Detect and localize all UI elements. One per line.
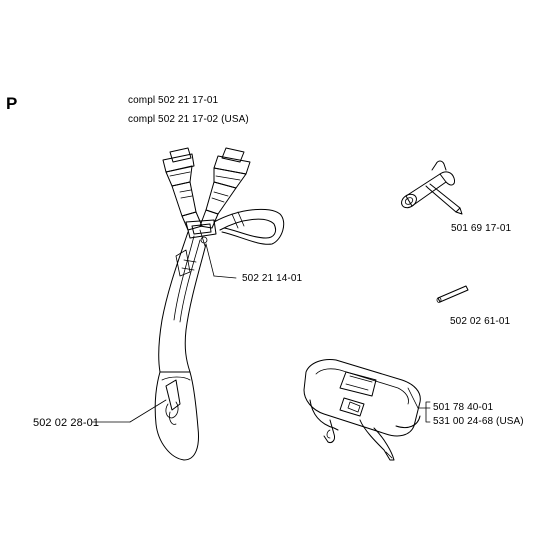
waist-loop-strap <box>213 208 285 245</box>
harness-assembly-part-2: compl 502 21 17-02 (USA) <box>128 114 249 125</box>
strap-callout-1: 501 78 40-01 <box>433 402 494 413</box>
center-buckle <box>185 219 217 247</box>
right-shoulder-strap <box>199 147 251 229</box>
carry-strap <box>303 359 421 461</box>
section-letter: P <box>6 94 18 113</box>
harness-assembly-part-1: compl 502 21 17-01 <box>128 95 219 106</box>
harness-buckle-callout: 502 21 14-01 <box>242 273 303 284</box>
hip-pad-callout: 502 02 28-01 <box>33 417 100 429</box>
hip-pad <box>154 371 199 461</box>
left-shoulder-strap <box>162 147 203 231</box>
combination-wrench-callout: 501 69 17-01 <box>451 223 512 234</box>
harness-illustration <box>154 147 285 461</box>
hip-strap <box>158 231 207 373</box>
combination-wrench <box>401 160 463 215</box>
pin <box>436 285 469 303</box>
strap-callout-2: 531 00 24-68 (USA) <box>433 416 524 427</box>
pin-callout: 502 02 61-01 <box>450 316 511 327</box>
leader-lines <box>91 243 431 423</box>
